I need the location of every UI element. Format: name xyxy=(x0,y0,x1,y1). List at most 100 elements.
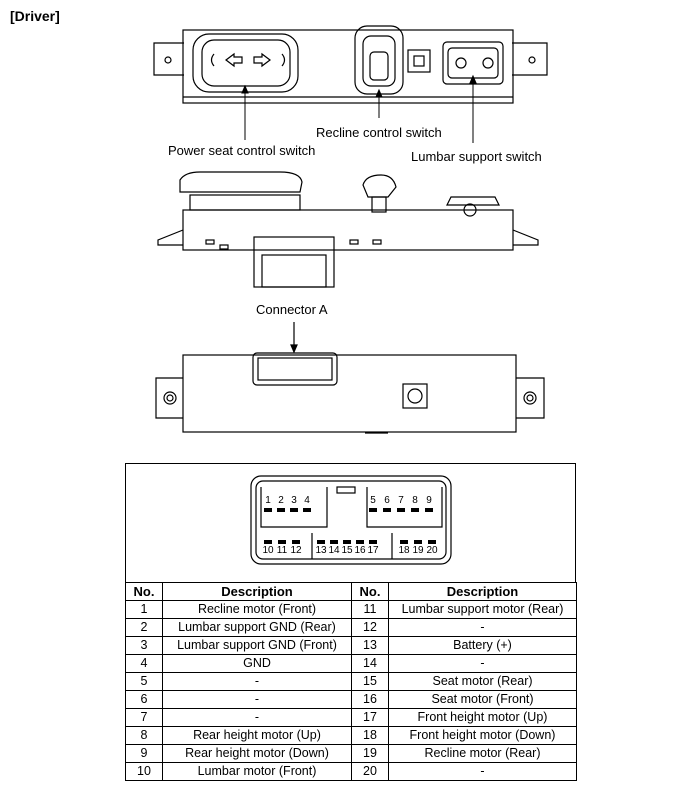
table-cell: 7 xyxy=(125,708,163,727)
pin-mark xyxy=(414,540,422,544)
table-cell: GND xyxy=(162,654,352,673)
connector-body xyxy=(253,236,335,288)
pin-mark xyxy=(397,508,405,512)
pin-label: 16 xyxy=(354,545,366,556)
table-cell: 5 xyxy=(125,672,163,691)
pin-mark xyxy=(264,540,272,544)
center-screw-boss xyxy=(402,383,428,409)
table-cell: Rear height motor (Down) xyxy=(162,744,352,763)
pin-label: 14 xyxy=(328,545,340,556)
power-seat-switch-label: Power seat control switch xyxy=(168,143,316,158)
pin-mark xyxy=(278,540,286,544)
pin-mark xyxy=(400,540,408,544)
pin-mark xyxy=(425,508,433,512)
power-seat-switch xyxy=(192,33,299,93)
left-screw-icon xyxy=(163,391,177,405)
table-cell: Battery (+) xyxy=(388,636,577,655)
table-cell: 17 xyxy=(351,708,389,727)
right-mount-hole xyxy=(528,56,536,64)
table-cell: - xyxy=(388,618,577,637)
left-mount-tab xyxy=(153,42,184,76)
pin-mark xyxy=(292,540,300,544)
table-cell: - xyxy=(162,690,352,709)
pin-label: 19 xyxy=(412,545,424,556)
switch-top-view xyxy=(153,25,548,288)
pin-label: 7 xyxy=(398,495,404,506)
table-cell: - xyxy=(388,654,577,673)
pin-label: 8 xyxy=(412,495,418,506)
pin-label: 13 xyxy=(315,545,327,556)
table-cell: - xyxy=(388,762,577,781)
connector-a-label: Connector A xyxy=(256,302,328,317)
table-cell: Recline motor (Front) xyxy=(162,600,352,619)
table-cell: 3 xyxy=(125,636,163,655)
table-cell: - xyxy=(162,708,352,727)
pin-mark xyxy=(330,540,338,544)
left-mount-hole xyxy=(164,56,172,64)
table-cell: 8 xyxy=(125,726,163,745)
pin-label: 1 xyxy=(265,495,271,506)
pin-mark xyxy=(369,540,377,544)
table-cell: Recline motor (Rear) xyxy=(388,744,577,763)
pin-mark xyxy=(277,508,285,512)
pin-mark xyxy=(303,508,311,512)
table-header: Description xyxy=(162,582,352,601)
pin-mark xyxy=(264,508,272,512)
pin-label: 2 xyxy=(278,495,284,506)
table-cell: 14 xyxy=(351,654,389,673)
right-mount-tab xyxy=(512,42,548,76)
table-header: No. xyxy=(351,582,389,601)
pin-label: 11 xyxy=(277,545,288,556)
arrow-right-icon xyxy=(253,52,271,68)
table-header: No. xyxy=(125,582,163,601)
housing-bottom xyxy=(182,354,517,433)
pin-label: 17 xyxy=(367,545,379,556)
recline-switch-label: Recline control switch xyxy=(316,125,442,140)
connector-a-outline xyxy=(252,352,338,386)
table-cell: Seat motor (Front) xyxy=(388,690,577,709)
switch-bottom-view xyxy=(155,322,545,434)
switch-housing xyxy=(182,29,514,104)
pin-mark xyxy=(369,508,377,512)
pin-mark xyxy=(383,508,391,512)
table-cell: 4 xyxy=(125,654,163,673)
table-cell: 9 xyxy=(125,744,163,763)
pin-label: 10 xyxy=(262,545,274,556)
pin-label: 5 xyxy=(370,495,376,506)
page-title: [Driver] xyxy=(10,8,60,24)
right-screw-icon xyxy=(523,391,537,405)
pin-label: 12 xyxy=(290,545,302,556)
table-cell: Front height motor (Down) xyxy=(388,726,577,745)
arrow-left-icon xyxy=(225,52,243,68)
pin-mark xyxy=(343,540,351,544)
table-cell: Lumbar support GND (Rear) xyxy=(162,618,352,637)
lumbar-switch-label: Lumbar support switch xyxy=(411,149,542,164)
table-cell: 15 xyxy=(351,672,389,691)
table-cell: 11 xyxy=(351,600,389,619)
table-cell: Lumbar motor (Front) xyxy=(162,762,352,781)
table-cell: 16 xyxy=(351,690,389,709)
table-cell: 19 xyxy=(351,744,389,763)
pin-mark xyxy=(317,540,325,544)
table-cell: 10 xyxy=(125,762,163,781)
pin-mark xyxy=(411,508,419,512)
table-header: Description xyxy=(388,582,577,601)
table-cell: 2 xyxy=(125,618,163,637)
table-cell: Rear height motor (Up) xyxy=(162,726,352,745)
table-cell: Front height motor (Up) xyxy=(388,708,577,727)
table-cell: 20 xyxy=(351,762,389,781)
pin-mark xyxy=(290,508,298,512)
switch-side-view xyxy=(157,171,539,288)
table-cell: Lumbar support GND (Front) xyxy=(162,636,352,655)
pin-label: 6 xyxy=(384,495,390,506)
pin-label: 4 xyxy=(304,495,310,506)
